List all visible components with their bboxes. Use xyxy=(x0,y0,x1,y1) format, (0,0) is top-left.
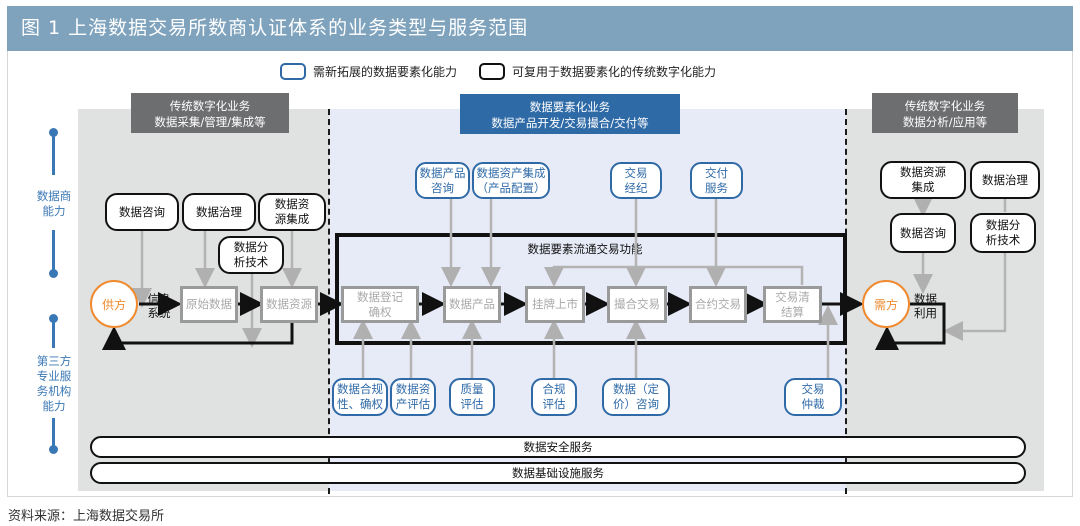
legend-swatch-reuse xyxy=(479,63,505,80)
left-capability-integration: 数据资 源集成 xyxy=(258,193,326,231)
legend-label-reuse: 可复用于数据要素化的传统数字化能力 xyxy=(512,65,717,79)
axis-dot xyxy=(49,269,58,278)
flow-listing: 挂牌上市 xyxy=(525,286,585,323)
service-quality-assessment: 质量 评估 xyxy=(449,378,495,416)
flow-clearing-settlement: 交易清 结算 xyxy=(763,286,822,323)
left-capability-consulting: 数据咨询 xyxy=(105,193,179,231)
right-capability-integration: 数据资源 集成 xyxy=(880,161,966,199)
zone-middle-header: 数据要素化业务 数据产品开发/交易撮合/交付等 xyxy=(460,94,680,134)
right-capability-consulting: 数据咨询 xyxy=(890,213,956,253)
figure-title: 图 1 上海数据交易所数商认证体系的业务类型与服务范围 xyxy=(7,6,1073,51)
service-product-consulting: 数据产品 咨询 xyxy=(415,162,470,199)
flow-raw-data: 原始数据 xyxy=(180,286,238,323)
axis-line xyxy=(52,318,55,348)
core-trading-function-frame xyxy=(335,233,847,345)
zone-right-header: 传统数字化业务 数据分析/应用等 xyxy=(872,93,1018,133)
service-compliance-assessment: 合规 评估 xyxy=(531,378,577,416)
service-pricing-consulting: 数据（定 价）咨询 xyxy=(602,378,670,416)
demander-node: 需方 xyxy=(862,280,910,328)
right-capability-governance: 数据治理 xyxy=(970,161,1040,199)
zone-middle-title: 数据要素化业务 xyxy=(529,100,611,114)
left-capability-analytics: 数据分 析技术 xyxy=(218,236,284,274)
zone-left-header: 传统数字化业务 数据采集/管理/集成等 xyxy=(131,93,289,133)
service-delivery: 交付 服务 xyxy=(690,162,743,199)
zone-right-subtitle: 数据分析/应用等 xyxy=(902,115,988,129)
core-trading-function-title: 数据要素流通交易功能 xyxy=(527,242,643,256)
flow-matchmaking: 撮合交易 xyxy=(607,286,667,323)
zone-left-subtitle: 数据采集/管理/集成等 xyxy=(154,115,266,129)
flow-data-product: 数据产品 xyxy=(443,286,501,323)
legend-swatch-new xyxy=(280,63,306,80)
side-label-dealer: 数据商 能力 xyxy=(36,189,72,218)
right-capability-analytics: 数据分 析技术 xyxy=(970,213,1036,253)
axis-dot xyxy=(49,445,58,454)
side-label-third-party: 第三方 专业服 务机构 能力 xyxy=(36,354,72,413)
service-arbitration: 交易 仲裁 xyxy=(784,378,842,416)
axis-line xyxy=(52,230,55,272)
supplier-node: 供方 xyxy=(90,280,138,328)
axis-line xyxy=(52,418,55,448)
flow-data-resource: 数据资源 xyxy=(260,286,318,323)
zone-right-title: 传统数字化业务 xyxy=(904,99,986,113)
service-asset-integration: 数据资产集成 （产品配置） xyxy=(472,162,550,199)
source-note: 资料来源：上海数据交易所 xyxy=(8,509,165,524)
left-capability-governance: 数据治理 xyxy=(182,193,256,231)
zone-middle-subtitle: 数据产品开发/交易撮合/交付等 xyxy=(491,116,649,130)
data-use-label: 数据 利用 xyxy=(914,292,937,320)
service-brokerage: 交易 经纪 xyxy=(610,162,662,199)
flow-contract-trading: 合约交易 xyxy=(689,286,747,323)
bar-data-security-service: 数据安全服务 xyxy=(90,436,1026,458)
service-asset-valuation: 数据资 产评估 xyxy=(390,378,436,416)
service-compliance-rights: 数据合规 性、确权 xyxy=(332,378,388,416)
axis-dot xyxy=(49,128,58,137)
zone-left-title: 传统数字化业务 xyxy=(169,99,251,113)
info-system-label: 信息 系统 xyxy=(147,292,171,320)
axis-line xyxy=(52,133,55,175)
bar-data-infrastructure-service: 数据基础设施服务 xyxy=(90,462,1026,484)
legend-label-new: 需新拓展的数据要素化能力 xyxy=(313,65,458,79)
flow-data-registration: 数据登记 确权 xyxy=(341,286,419,323)
